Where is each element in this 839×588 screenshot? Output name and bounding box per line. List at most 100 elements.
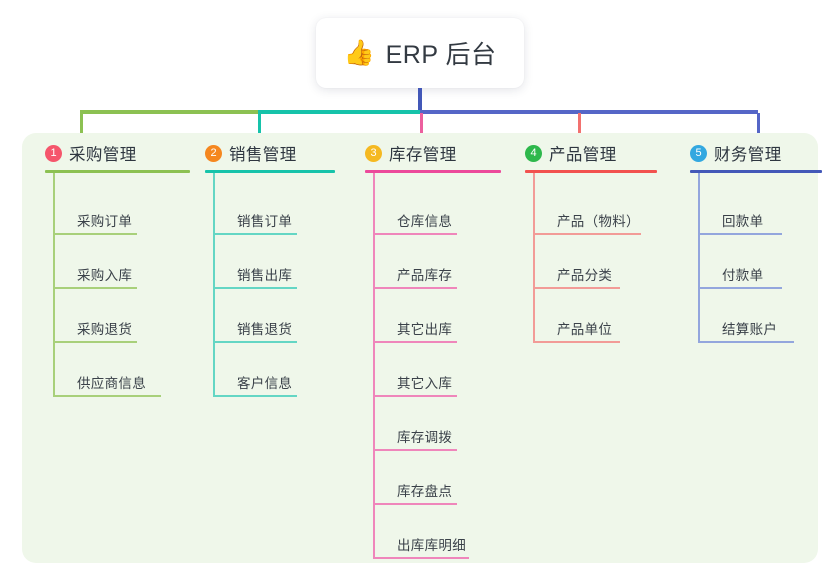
- menu-item-label: 销售出库: [237, 268, 293, 283]
- menu-item[interactable]: 产品单位: [533, 307, 640, 343]
- menu-item-label: 采购订单: [77, 214, 133, 229]
- column-header-product[interactable]: 4 产品管理: [525, 141, 617, 165]
- menu-item-label: 其它入库: [397, 376, 453, 391]
- menu-item[interactable]: 客户信息: [213, 361, 317, 397]
- menu-item[interactable]: 采购订单: [53, 199, 157, 235]
- menu-item-label: 供应商信息: [77, 376, 146, 391]
- connector-segment-blue: [420, 110, 758, 114]
- menu-item-rule: [53, 233, 137, 235]
- connector-segment-teal: [258, 110, 420, 114]
- connector-root-stem: [418, 88, 422, 113]
- connector-drop-sales: [258, 113, 261, 137]
- connector-segment-green: [80, 110, 258, 114]
- connector-drop-product: [578, 113, 581, 137]
- column-rule-sales: [205, 170, 335, 173]
- menu-item[interactable]: 产品库存: [373, 253, 477, 289]
- menu-item[interactable]: 销售订单: [213, 199, 317, 235]
- column-title-inventory: 库存管理: [389, 146, 457, 164]
- root-node-title: ERP 后台: [385, 41, 497, 69]
- menu-item-label: 销售订单: [237, 214, 293, 229]
- menu-item-label: 其它出库: [397, 322, 453, 337]
- column-rule-inventory: [365, 170, 501, 173]
- column-spine-inventory: [373, 173, 375, 559]
- column-spine-sales: [213, 173, 215, 397]
- menu-item-label: 出库库明细: [397, 538, 466, 553]
- column-badge-sales: 2: [205, 144, 222, 162]
- menu-item-rule: [533, 233, 641, 235]
- column-spine-product: [533, 173, 535, 343]
- menu-item-label: 库存调拨: [397, 430, 453, 445]
- menu-item-label: 产品分类: [557, 268, 613, 283]
- column-rule-finance: [690, 170, 822, 173]
- connector-drop-finance: [757, 113, 760, 137]
- menu-item[interactable]: 结算账户: [698, 307, 814, 343]
- column-title-product: 产品管理: [549, 146, 617, 164]
- root-node[interactable]: 👍 ERP 后台: [316, 18, 524, 88]
- menu-item-rule: [373, 557, 469, 559]
- menu-item[interactable]: 付款单: [698, 253, 802, 289]
- menu-item-rule: [533, 287, 620, 289]
- column-badge-purchase: 1: [45, 144, 62, 162]
- menu-item-rule: [373, 287, 457, 289]
- menu-item-label: 采购入库: [77, 268, 133, 283]
- menu-item-rule: [533, 341, 620, 343]
- menu-item[interactable]: 采购退货: [53, 307, 157, 343]
- menu-item[interactable]: 回款单: [698, 199, 802, 235]
- column-rule-product: [525, 170, 657, 173]
- connector-drop-purchase: [80, 113, 83, 137]
- column-rule-purchase: [45, 170, 190, 173]
- menu-item-rule: [698, 341, 794, 343]
- menu-item-rule: [698, 233, 782, 235]
- column-header-finance[interactable]: 5 财务管理: [690, 141, 782, 165]
- column-title-purchase: 采购管理: [69, 146, 137, 164]
- menu-item-label: 采购退货: [77, 322, 133, 337]
- menu-item[interactable]: 采购入库: [53, 253, 157, 289]
- menu-item-rule: [213, 233, 297, 235]
- menu-item-label: 产品单位: [557, 322, 613, 337]
- menu-item-rule: [213, 395, 297, 397]
- menu-item[interactable]: 库存调拨: [373, 415, 477, 451]
- column-spine-purchase: [53, 173, 55, 397]
- menu-item[interactable]: 供应商信息: [53, 361, 181, 397]
- menu-item-label: 回款单: [722, 214, 764, 229]
- menu-item-rule: [698, 287, 782, 289]
- menu-item-label: 仓库信息: [397, 214, 453, 229]
- column-badge-product: 4: [525, 144, 542, 162]
- menu-item[interactable]: 产品分类: [533, 253, 640, 289]
- column-title-finance: 财务管理: [714, 146, 782, 164]
- thumbs-up-icon: 👍: [343, 38, 375, 67]
- menu-item-label: 产品库存: [397, 268, 453, 283]
- menu-item[interactable]: 库存盘点: [373, 469, 477, 505]
- menu-item[interactable]: 产品（物料）: [533, 199, 661, 235]
- column-header-inventory[interactable]: 3 库存管理: [365, 141, 457, 165]
- menu-item-rule: [373, 233, 457, 235]
- menu-item[interactable]: 其它入库: [373, 361, 477, 397]
- menu-item-rule: [213, 287, 297, 289]
- menu-item-label: 销售退货: [237, 322, 293, 337]
- menu-item-label: 付款单: [722, 268, 764, 283]
- column-badge-inventory: 3: [365, 144, 382, 162]
- menu-item[interactable]: 其它出库: [373, 307, 477, 343]
- menu-item-label: 结算账户: [722, 322, 778, 337]
- column-header-sales[interactable]: 2 销售管理: [205, 141, 297, 165]
- menu-item-rule: [53, 341, 137, 343]
- menu-item-rule: [213, 341, 297, 343]
- menu-item-label: 库存盘点: [397, 484, 453, 499]
- menu-item-label: 产品（物料）: [557, 214, 640, 229]
- menu-item-rule: [53, 287, 137, 289]
- menu-item-rule: [53, 395, 161, 397]
- menu-item[interactable]: 销售退货: [213, 307, 317, 343]
- menu-item[interactable]: 销售出库: [213, 253, 317, 289]
- column-header-purchase[interactable]: 1 采购管理: [45, 141, 137, 165]
- modules-panel: 1 采购管理采购订单采购入库采购退货供应商信息 2 销售管理销售订单销售出库销售退货客…: [22, 133, 822, 563]
- menu-item-label: 客户信息: [237, 376, 293, 391]
- menu-item[interactable]: 仓库信息: [373, 199, 477, 235]
- menu-item-rule: [373, 503, 457, 505]
- column-title-sales: 销售管理: [229, 146, 297, 164]
- connector-drop-inventory: [420, 113, 423, 137]
- column-badge-finance: 5: [690, 144, 707, 162]
- menu-item-rule: [373, 449, 457, 451]
- menu-item-rule: [373, 395, 457, 397]
- menu-item[interactable]: 出库库明细: [373, 523, 489, 559]
